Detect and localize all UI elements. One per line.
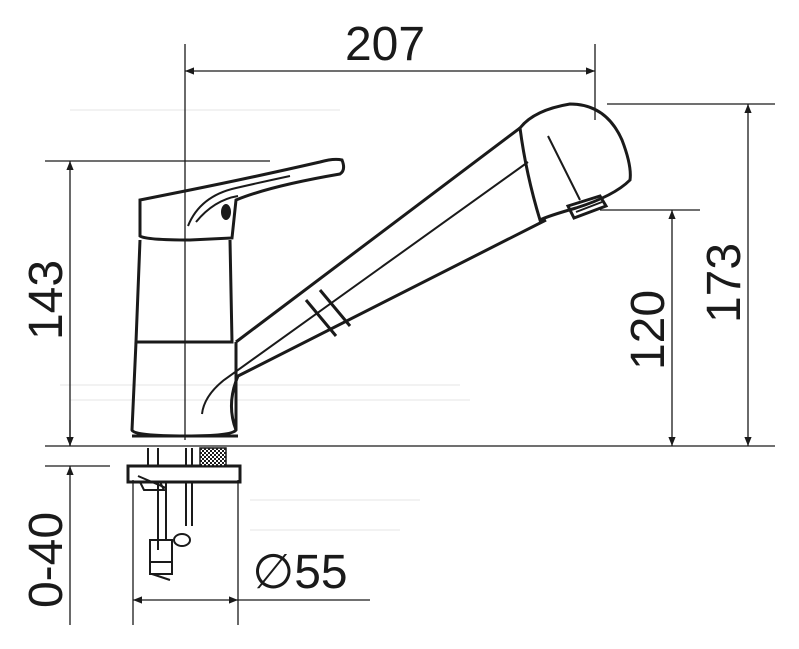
background-ghost-lines — [60, 109, 470, 531]
spray-nozzle — [565, 194, 609, 220]
spray-head — [518, 102, 632, 223]
faucet-upper-body — [134, 239, 234, 344]
spray-head-inner — [547, 135, 581, 201]
lever-pivot — [221, 204, 231, 220]
spout-ring-1 — [304, 299, 338, 337]
mounting-nut-hatched — [199, 447, 227, 467]
faucet-lower-body — [130, 341, 238, 438]
spout-lower-edge — [230, 218, 547, 431]
dim-label-173: 173 — [698, 243, 751, 323]
dim-label-diameter-55: ∅55 — [252, 546, 347, 599]
spout-upper-edge — [235, 126, 521, 344]
dimension-lines — [66, 67, 752, 625]
mounting-rod — [157, 482, 193, 550]
hose-connector — [149, 539, 173, 575]
dim-label-207: 207 — [345, 18, 425, 71]
lever-handle — [138, 157, 346, 242]
lever-grip-curve — [187, 175, 291, 227]
spout-ring-2 — [318, 289, 352, 327]
faucet-illustration — [126, 102, 632, 581]
lever-grip-curve-inner — [195, 195, 239, 223]
mounting-plate — [126, 464, 242, 484]
rod-end-cap — [173, 533, 191, 547]
dim-label-0-40: 0-40 — [20, 512, 73, 608]
dim-label-120: 120 — [622, 290, 675, 370]
spout-inner-curve — [201, 161, 529, 415]
dim-label-143: 143 — [20, 260, 73, 340]
